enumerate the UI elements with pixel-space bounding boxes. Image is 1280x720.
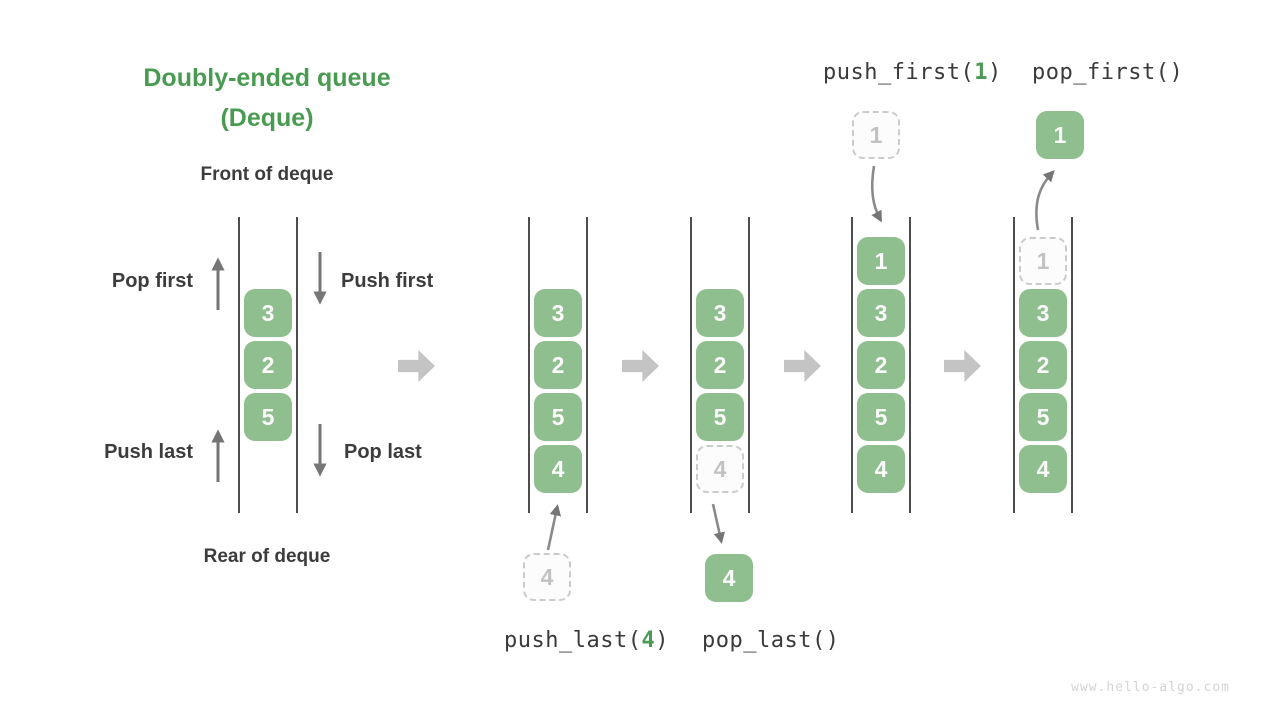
front-of-deque-label: Front of deque [200,164,334,185]
deque-cell: 2 [696,341,744,389]
deque-cell: 3 [1019,289,1067,337]
deque-cell: 5 [696,393,744,441]
deque-wall-right [1071,217,1073,513]
deque-cell: 2 [857,341,905,389]
push-last-code-arg: 4 [641,628,656,653]
deque-cell: 5 [857,393,905,441]
push-last-code-label: push_last(4) [504,628,669,653]
deque-cell: 5 [534,393,582,441]
push-last-label: Push last [104,441,193,463]
deque-wall-right [296,217,298,513]
deque-state-push-first: 1 3 2 5 4 [851,217,911,513]
deque-state-initial: 3 2 5 [238,217,298,513]
pop-last-code-label: pop_last() [702,628,840,653]
diagram-title-line2: (Deque) [220,104,314,132]
transition-arrow-1-icon [398,350,435,382]
deque-state-pop-last: 3 2 5 4 [690,217,750,513]
diagram-title: Doubly-ended queue (Deque) [117,58,417,138]
transition-arrow-4-icon [944,350,981,382]
deque-cell: 2 [244,341,292,389]
deque-cell: 4 [1019,445,1067,493]
deque-cell-ghost: 4 [696,445,744,493]
pop-first-code-label: pop_first() [1032,60,1184,85]
push-first-code-suffix: ) [987,60,1002,85]
deque-cell-ghost: 1 [1019,237,1067,285]
push-last-ghost-box: 4 [523,553,571,601]
push-last-connector-arrow-icon [546,504,562,551]
push-first-connector-arrow-icon [870,165,882,223]
deque-cell: 2 [1019,341,1067,389]
deque-cell: 4 [857,445,905,493]
push-last-code-suffix: ) [655,628,669,653]
pop-last-result-box: 4 [705,554,753,602]
push-last-code-prefix: push_last( [504,628,642,653]
deque-cell: 1 [857,237,905,285]
watermark: www.hello-algo.com [1071,680,1230,695]
transition-arrow-2-icon [622,350,659,382]
deque-cell: 4 [534,445,582,493]
deque-wall-left [238,217,240,513]
deque-wall-right [748,217,750,513]
deque-wall-left [690,217,692,513]
deque-cell: 5 [244,393,292,441]
deque-state-push-last: 3 2 5 4 [528,217,588,513]
transition-arrow-3-icon [784,350,821,382]
push-first-code-label: push_first(1) [823,60,1002,85]
deque-cell: 5 [1019,393,1067,441]
push-first-code-arg: 1 [974,60,988,85]
diagram-title-line1: Doubly-ended queue [143,64,391,92]
deque-cell: 3 [696,289,744,337]
deque-cell: 3 [534,289,582,337]
push-first-label: Push first [341,270,434,292]
deque-wall-left [528,217,530,513]
pop-last-label: Pop last [344,441,422,463]
deque-wall-right [586,217,588,513]
push-first-ghost-box: 1 [852,111,900,159]
deque-cell: 2 [534,341,582,389]
deque-wall-right [909,217,911,513]
pop-first-label: Pop first [111,270,193,292]
pop-first-result-box: 1 [1036,111,1084,159]
deque-cell: 3 [857,289,905,337]
rear-of-deque-label: Rear of deque [203,546,331,567]
deque-wall-left [1013,217,1015,513]
deque-cell: 3 [244,289,292,337]
deque-state-pop-first: 1 3 2 5 4 [1013,217,1073,513]
push-first-code-prefix: push_first( [823,60,975,85]
deque-wall-left [851,217,853,513]
